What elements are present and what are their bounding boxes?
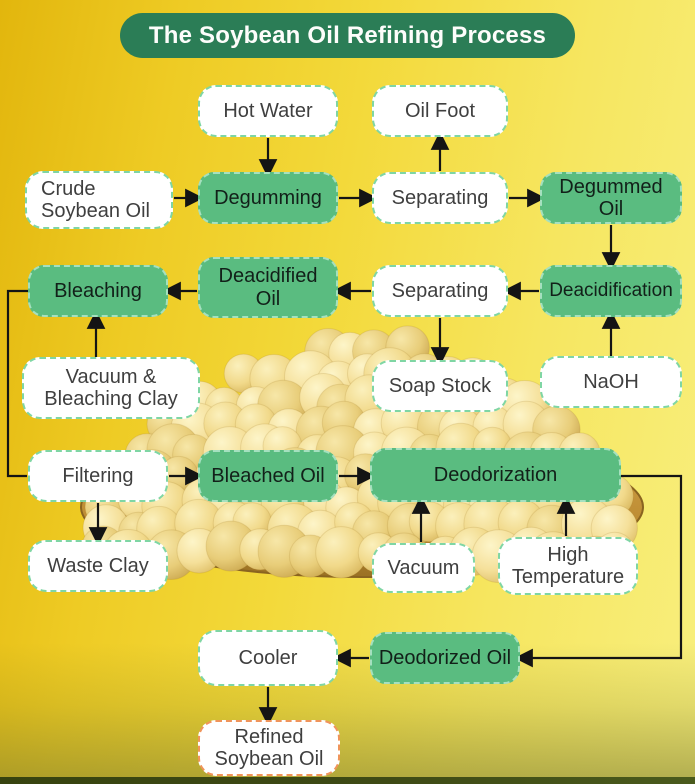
node-separating-2: Separating xyxy=(372,265,508,317)
node-label: Soap Stock xyxy=(388,374,492,397)
node-label: Bleaching xyxy=(54,279,142,302)
node-crude-soybean-oil: Crude Soybean Oil xyxy=(25,171,173,229)
node-label: Hot Water xyxy=(223,99,313,122)
page-title: The Soybean Oil Refining Process xyxy=(148,21,547,49)
node-label: Filtering xyxy=(62,464,134,487)
node-label: NaOH xyxy=(583,370,639,393)
node-bleaching: Bleaching xyxy=(28,265,168,317)
node-deacidification: Deacidification xyxy=(540,265,682,317)
node-label: Deacidified Oil xyxy=(218,265,318,310)
node-label: Oil Foot xyxy=(404,99,476,122)
node-bleached-oil: Bleached Oil xyxy=(198,450,338,502)
node-label: Waste Clay xyxy=(47,554,149,577)
bottom-bar xyxy=(0,777,695,784)
node-label: Crude Soybean Oil xyxy=(41,177,150,222)
node-separating-1: Separating xyxy=(372,172,508,224)
node-deodorized-oil: Deodorized Oil xyxy=(370,632,520,684)
node-vacuum: Vacuum xyxy=(372,543,475,593)
node-vacuum-bleaching-clay: Vacuum & Bleaching Clay xyxy=(22,357,200,419)
node-degummed-oil: Degummed Oil xyxy=(540,172,682,224)
node-label: High Temperature xyxy=(511,543,625,588)
node-soap-stock: Soap Stock xyxy=(372,360,508,412)
node-label: Vacuum & Bleaching Clay xyxy=(44,365,178,410)
edge-bleaching-to-filtering xyxy=(6,289,28,478)
node-degumming: Degumming xyxy=(198,172,338,224)
node-label: Separating xyxy=(391,279,489,302)
node-high-temperature: High Temperature xyxy=(498,537,638,595)
node-refined-soybean-oil: Refined Soybean Oil xyxy=(198,720,340,776)
title-banner: The Soybean Oil Refining Process xyxy=(120,13,575,58)
node-hot-water: Hot Water xyxy=(198,85,338,137)
node-label: Separating xyxy=(391,186,489,209)
node-label: Bleached Oil xyxy=(211,464,325,487)
node-filtering: Filtering xyxy=(28,450,168,502)
node-deodorization: Deodorization xyxy=(370,448,621,502)
node-label: Refined Soybean Oil xyxy=(214,725,324,770)
node-label: Deodorized Oil xyxy=(378,646,512,669)
node-label: Degumming xyxy=(214,186,322,209)
node-waste-clay: Waste Clay xyxy=(28,540,168,592)
node-label: Cooler xyxy=(238,646,298,669)
node-label: Deodorization xyxy=(433,463,558,486)
node-deacidified-oil: Deacidified Oil xyxy=(198,257,338,318)
node-label: Deacidification xyxy=(549,280,673,302)
edge-deodorization-to-deodorized-oil xyxy=(514,474,683,668)
node-label: Vacuum xyxy=(387,556,460,579)
node-naoh: NaOH xyxy=(540,356,682,408)
node-cooler: Cooler xyxy=(198,630,338,686)
node-label: Degummed Oil xyxy=(559,175,663,220)
node-oil-foot: Oil Foot xyxy=(372,85,508,137)
